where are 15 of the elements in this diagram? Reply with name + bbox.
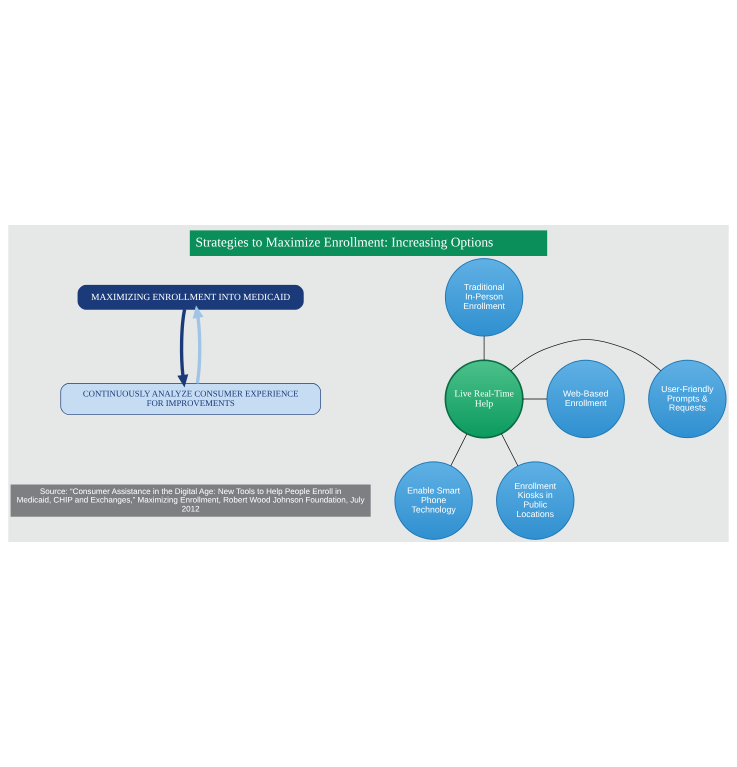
node-circle: Live Real-Time Help [444,359,524,439]
arrow [192,305,204,384]
node-circle: Enable Smart Phone Technology [394,461,473,540]
node-box: MAXIMIZING ENROLLMENT INTO MEDICAID [78,284,304,310]
node-box: CONTINUOUSLY ANALYZE CONSUMER EXPERIENCE FOR IMPROVEMENTS [60,383,321,415]
node-circle: Traditional In-Person Enrollment [444,258,524,337]
connector [510,339,661,372]
connector [522,398,548,400]
connector [501,433,518,466]
node-circle: User-Friendly Prompts & Requests [648,360,727,438]
node-circle: Web-Based Enrollment [546,360,625,438]
arrow [177,309,188,388]
connector [450,434,468,466]
node-circle: Enrollment Kiosks in Public Locations [496,461,574,540]
diagram-title: Strategies to Maximize Enrollment: Increasing Options [196,234,494,250]
